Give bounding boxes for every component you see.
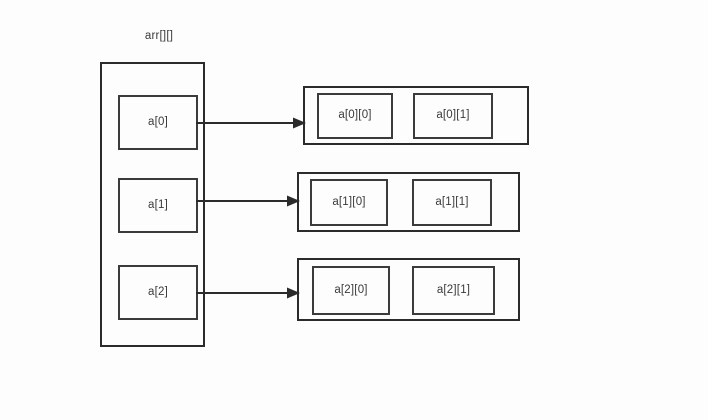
page-title: arr[][] xyxy=(144,30,174,42)
array-cell-a1: a[1] xyxy=(118,178,198,233)
arrow-a2-to-row2-icon xyxy=(196,286,300,300)
row-1-cell-1: a[1][1] xyxy=(412,179,492,226)
row-2-cell-0-label: a[2][0] xyxy=(334,283,368,296)
row-0-cell-1-label: a[0][1] xyxy=(436,109,470,122)
row-0-cell-0: a[0][0] xyxy=(317,93,393,139)
arrow-a1-to-row1-icon xyxy=(196,194,300,208)
array-cell-a0-label: a[0] xyxy=(148,115,168,128)
array-cell-a0: a[0] xyxy=(118,95,198,150)
array-cell-a2-label: a[2] xyxy=(148,285,168,298)
arrow-a0-to-row0-icon xyxy=(196,116,306,130)
row-0-cell-0-label: a[0][0] xyxy=(338,109,372,122)
row-2-cell-1-label: a[2][1] xyxy=(436,283,471,296)
row-0-cell-1: a[0][1] xyxy=(413,93,493,139)
row-1-cell-0-label: a[1][0] xyxy=(332,195,366,208)
array-cell-a2: a[2] xyxy=(118,265,198,320)
array-cell-a1-label: a[1] xyxy=(148,198,168,211)
row-1-cell-1-label: a[1][1] xyxy=(435,195,469,208)
row-1-cell-0: a[1][0] xyxy=(310,179,388,226)
row-2-cell-1: a[2][1] xyxy=(412,266,495,315)
row-2-cell-0: a[2][0] xyxy=(312,266,390,315)
